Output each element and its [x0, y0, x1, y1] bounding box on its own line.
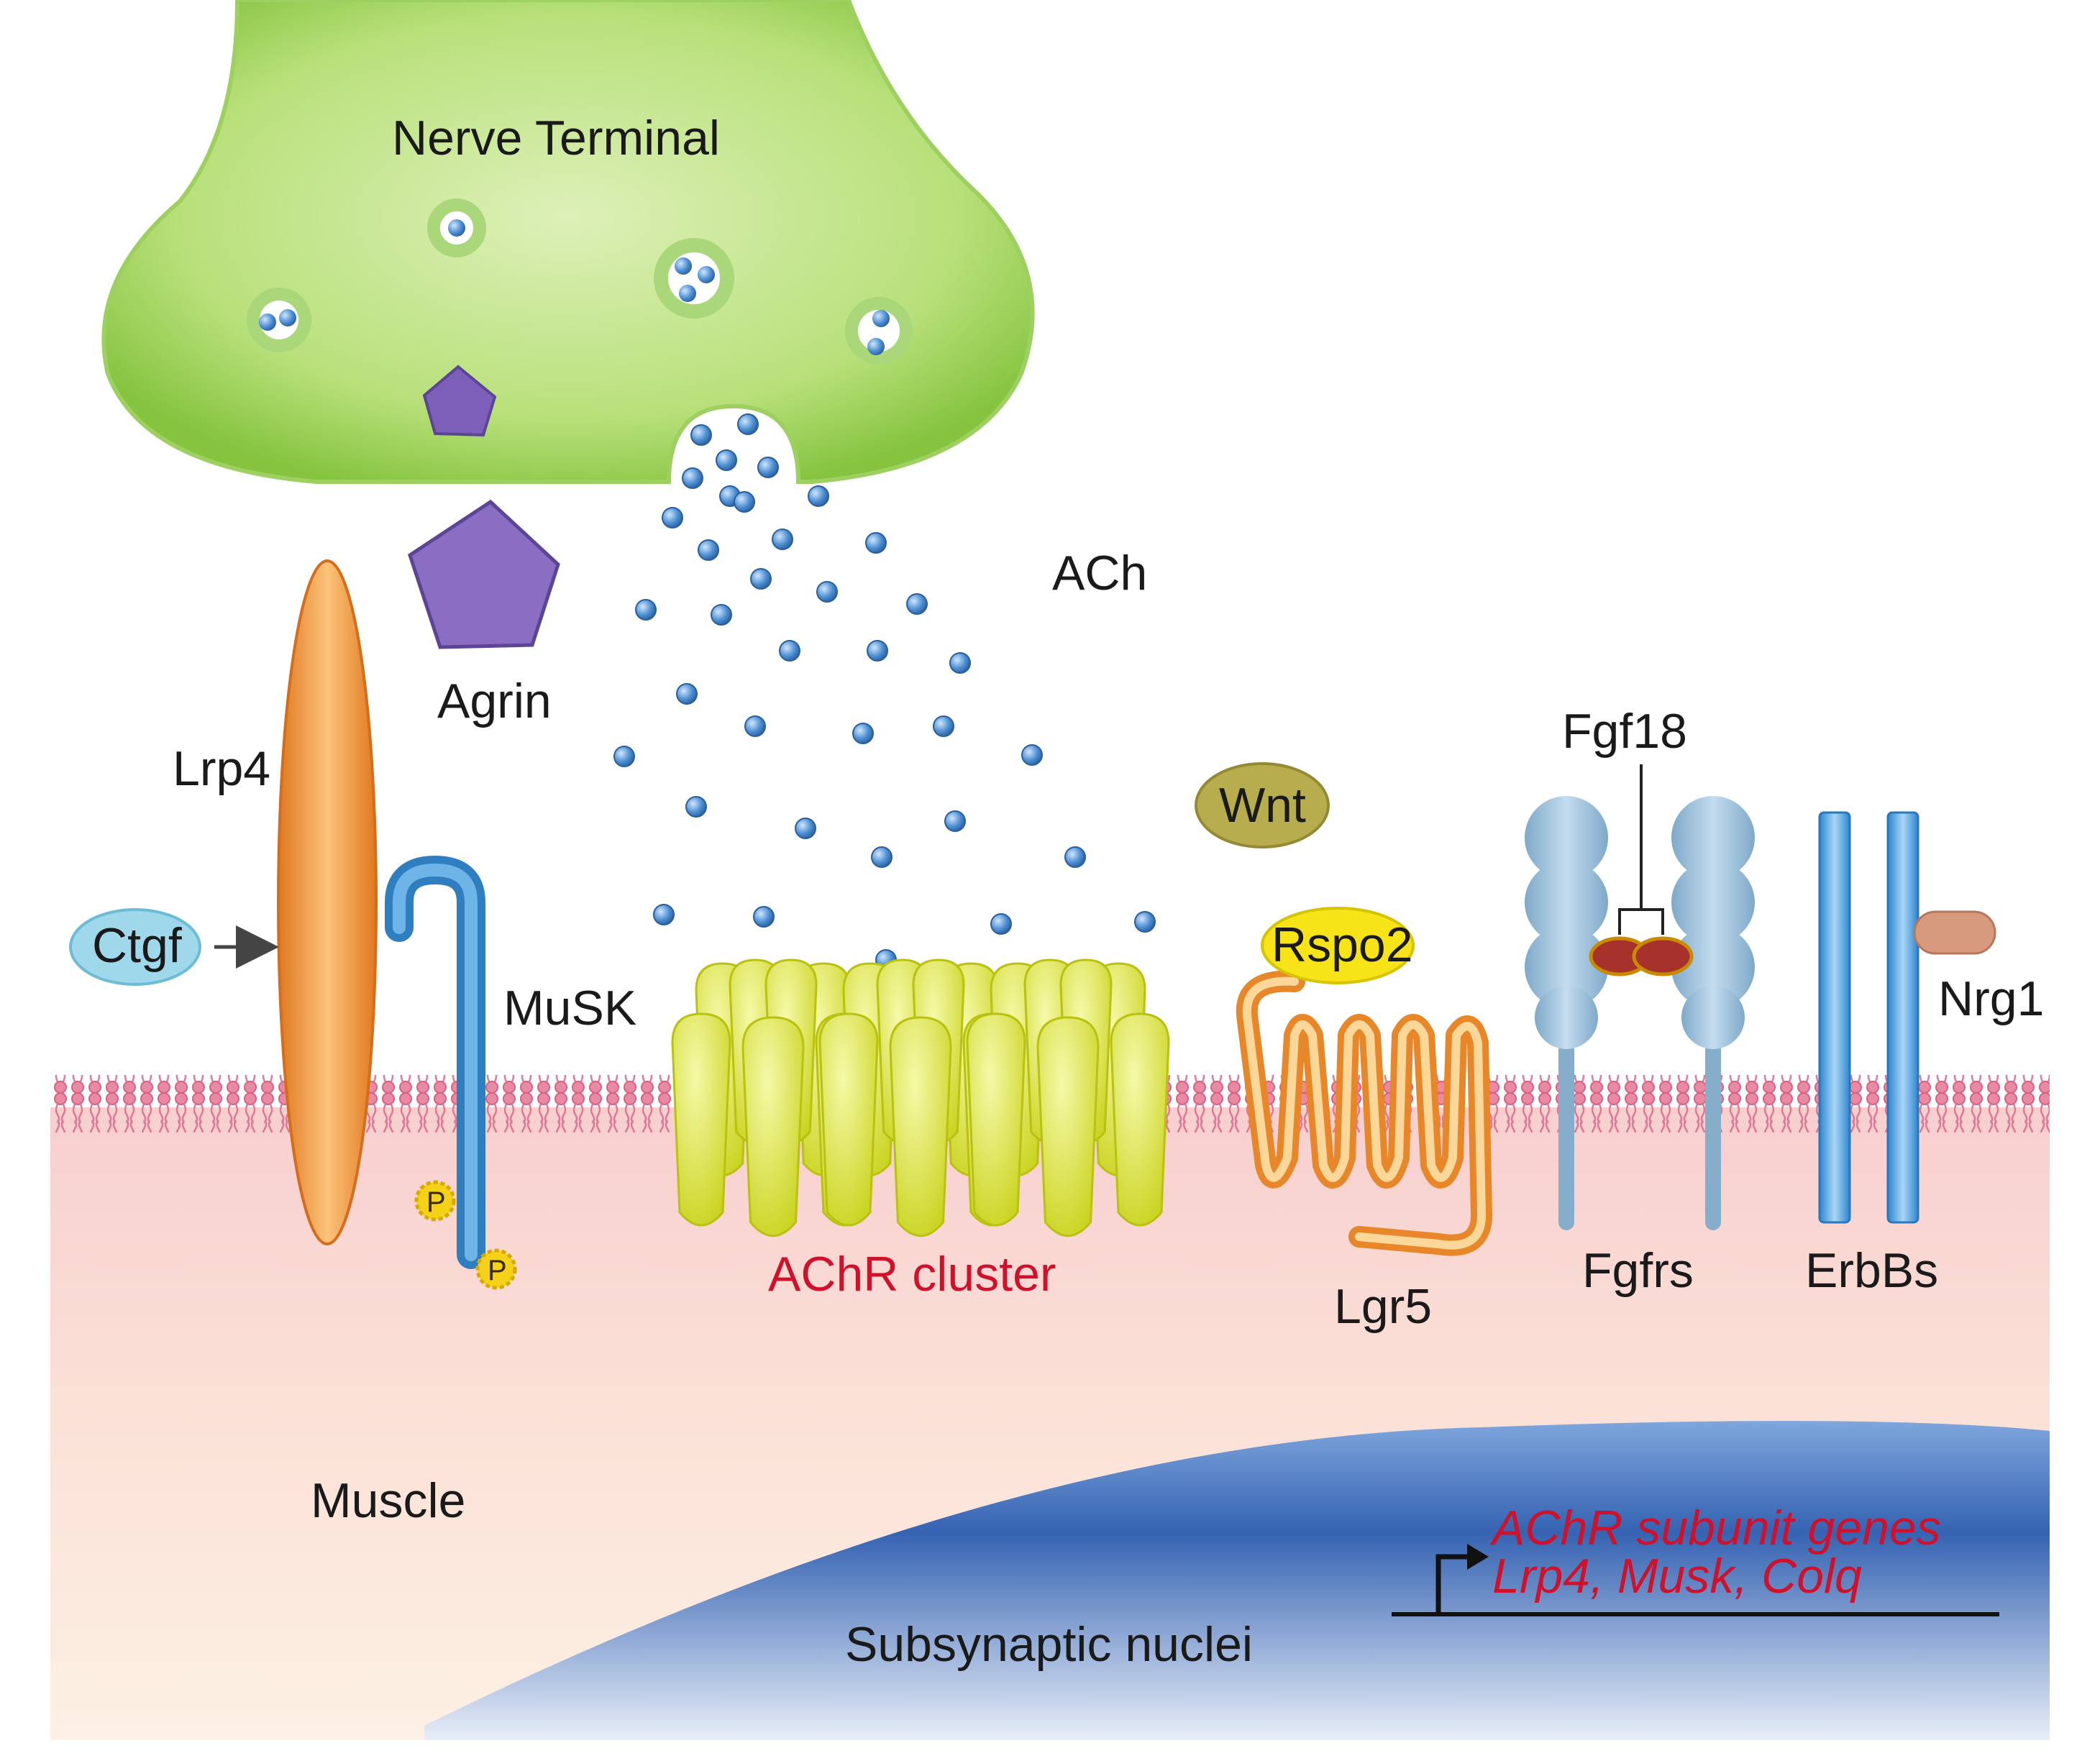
ach-molecule: [662, 507, 683, 528]
erbb-receptor: [1886, 811, 1919, 1224]
ctgf-molecule: Ctgf: [69, 908, 201, 986]
ach-molecule: [867, 640, 888, 662]
synaptic-vesicle: [654, 238, 734, 319]
gene-line-1: AChR subunit genes: [1489, 1501, 1941, 1555]
lrp4-label: Lrp4: [173, 741, 270, 796]
muscle-label: Muscle: [311, 1473, 465, 1528]
fgf18-dimer: [1589, 936, 1694, 976]
achr-subunit: [671, 1012, 731, 1227]
achr-subunit: [1110, 1012, 1170, 1227]
synaptic-vesicle: [247, 288, 311, 352]
lrp4-receptor: [277, 559, 378, 1245]
subsynaptic-nuclei-label: Subsynaptic nuclei: [845, 1617, 1253, 1672]
subsynaptic-nucleus: [424, 1421, 2050, 1740]
achr-cluster-label: AChR cluster: [768, 1247, 1056, 1301]
fgfr-receptor: [1525, 796, 1608, 1230]
ach-molecule: [906, 593, 928, 615]
ach-label: ACh: [1052, 546, 1147, 600]
ach-molecule: [949, 652, 971, 674]
erbbs-label: ErbBs: [1805, 1243, 1938, 1298]
synaptic-vesicle: [845, 297, 913, 365]
ach-molecule: [1064, 846, 1086, 868]
ach-molecule: [753, 906, 775, 928]
agrin-molecule: [408, 499, 560, 649]
ach-molecule: [933, 715, 954, 737]
ach-molecule: [750, 568, 772, 590]
ach-molecule: [816, 581, 838, 603]
phospho-label: P: [488, 1255, 507, 1286]
fgfr-receptor: [1671, 796, 1755, 1230]
gene-transcription: AChR subunit genes Lrp4, Musk, Colq: [1392, 1501, 1999, 1616]
phospho-site: P: [475, 1248, 517, 1290]
gene-line-2: Lrp4, Musk, Colq: [1492, 1549, 1862, 1603]
achr-subunit: [966, 1012, 1026, 1227]
ach-molecule: [865, 532, 887, 554]
nerve-terminal-label: Nerve Terminal: [392, 111, 720, 165]
agrin-molecule-small: [422, 365, 497, 437]
rspo2-molecule: Rspo2: [1261, 907, 1415, 984]
phospho-label: P: [426, 1186, 446, 1218]
musk-label: MuSK: [503, 981, 636, 1035]
ach-molecule: [676, 683, 698, 705]
ach-molecule: [808, 485, 829, 507]
ctgf-label: Ctgf: [92, 918, 182, 973]
achr-subunit: [741, 1016, 805, 1237]
ach-molecule: [682, 467, 703, 489]
achr-subunit: [1036, 1016, 1100, 1237]
ach-molecule: [711, 604, 732, 626]
phospho-site: P: [414, 1180, 456, 1222]
ach-molecule: [795, 818, 816, 839]
ach-molecule: [613, 746, 635, 767]
ach-molecule: [744, 715, 766, 737]
ach-molecule: [685, 796, 707, 818]
ach-molecule: [852, 723, 874, 744]
ach-molecule: [635, 599, 657, 621]
ach-molecule: [871, 846, 892, 868]
achr-subunit: [818, 1012, 879, 1227]
synaptic-vesicle: [427, 198, 486, 257]
achr-subunit: [889, 1016, 952, 1237]
synaptic-vesicles: [247, 198, 913, 365]
ach-molecule: [1021, 744, 1043, 766]
promoter-arrow: [1435, 1554, 1471, 1614]
lgr5-receptor: [1236, 970, 1492, 1256]
nrg1-label: Nrg1: [1938, 971, 2044, 1026]
ach-molecule: [772, 528, 793, 550]
wnt-label: Wnt: [1219, 778, 1306, 833]
ach-molecule: [944, 810, 966, 832]
ach-molecule: [690, 424, 712, 446]
nrg1-molecule: [1913, 910, 1996, 955]
achr-cluster: [671, 958, 1170, 1237]
fgfrs-label: Fgfrs: [1582, 1243, 1694, 1298]
ach-molecule: [757, 457, 779, 478]
wnt-molecule: Wnt: [1195, 762, 1330, 848]
ach-molecule: [716, 449, 737, 471]
nerve-terminal: Nerve Terminal: [101, 0, 1035, 484]
ach-molecules: [613, 413, 1156, 971]
agrin-label: Agrin: [437, 674, 552, 728]
fgf18-connector: [1618, 764, 1664, 935]
ach-molecule: [734, 491, 755, 513]
rspo2-label: Rspo2: [1272, 918, 1413, 972]
promoter-arrow-head: [1467, 1544, 1489, 1570]
ach-molecule: [990, 913, 1012, 935]
ach-molecule: [779, 640, 800, 662]
lgr5-label: Lgr5: [1334, 1279, 1432, 1334]
erbb-receptor: [1818, 811, 1851, 1224]
ach-molecule: [653, 904, 675, 925]
ach-molecule: [737, 413, 759, 435]
ach-molecule: [1134, 911, 1156, 933]
musk-receptor: [385, 855, 485, 1269]
ach-molecule: [698, 539, 719, 561]
fgf18-label: Fgf18: [1562, 704, 1687, 759]
